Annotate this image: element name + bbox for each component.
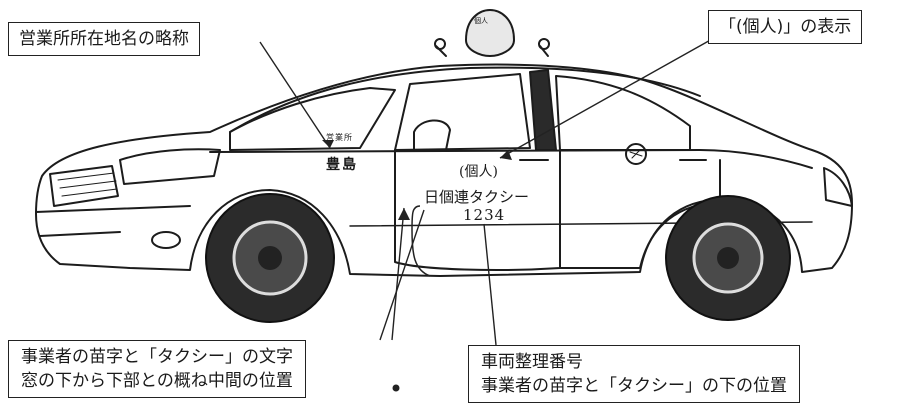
callout-number-line1: 車両整理番号 (481, 352, 583, 372)
side-mirror (413, 119, 451, 151)
front-grille (49, 165, 119, 207)
antenna-base-right (538, 38, 550, 50)
office-name-label: 豊島 (326, 157, 358, 173)
fog-light (151, 231, 181, 249)
front-door (394, 149, 561, 271)
leader-arrow-office (322, 140, 334, 148)
callout-office-text: 営業所所在地名の略称 (19, 29, 189, 49)
callout-surname-line1: 事業者の苗字と「タクシー」の文字 (21, 347, 293, 367)
tail-light (823, 167, 853, 207)
windshield (229, 87, 396, 151)
leader-kojin (499, 37, 715, 159)
callout-surname-position: 事業者の苗字と「タクシー」の文字 窓の下から下部との概ね中間の位置 (8, 340, 306, 398)
roof-line (229, 66, 701, 133)
callout-number-line2: 事業者の苗字と「タクシー」の下の位置 (481, 376, 787, 396)
grille-lines (57, 172, 118, 197)
rear-door-emblem (625, 143, 647, 165)
leader-surname-1 (379, 209, 425, 341)
front-wheel (205, 193, 335, 323)
leader-dot (392, 384, 400, 392)
door-company-label: 日個連タクシー (424, 188, 530, 206)
door-text-brace (411, 205, 431, 277)
b-pillar (529, 69, 557, 151)
belt-line (209, 149, 813, 169)
office-small-label: 営業所 (326, 133, 353, 142)
callout-office-abbreviation: 営業所所在地名の略称 (8, 22, 200, 56)
callout-vehicle-number: 車両整理番号 事業者の苗字と「タクシー」の下の位置 (468, 345, 800, 403)
antenna-base-left (434, 38, 446, 50)
front-window (394, 73, 531, 151)
callout-surname-line2: 窓の下から下部との概ね中間の位置 (21, 371, 293, 391)
door-number-label: 1234 (463, 206, 506, 224)
front-bumper (35, 205, 191, 237)
roof-sign (465, 9, 515, 57)
leader-number (483, 223, 497, 346)
rear-window (555, 75, 691, 151)
roof-sign-label: 個人 (474, 17, 488, 25)
leader-surname-2 (391, 207, 405, 341)
rear-wheel (665, 195, 791, 321)
callout-kojin-text: 「(個人)」の表示 (719, 17, 852, 37)
leader-arrow-surname (398, 208, 410, 220)
headlight (119, 148, 221, 185)
door-individual-label: (個人) (459, 164, 498, 180)
callout-individual-display: 「(個人)」の表示 (708, 10, 863, 44)
car-body-outline (35, 63, 853, 277)
leader-office (259, 41, 331, 149)
leader-arrow-kojin (500, 150, 512, 160)
